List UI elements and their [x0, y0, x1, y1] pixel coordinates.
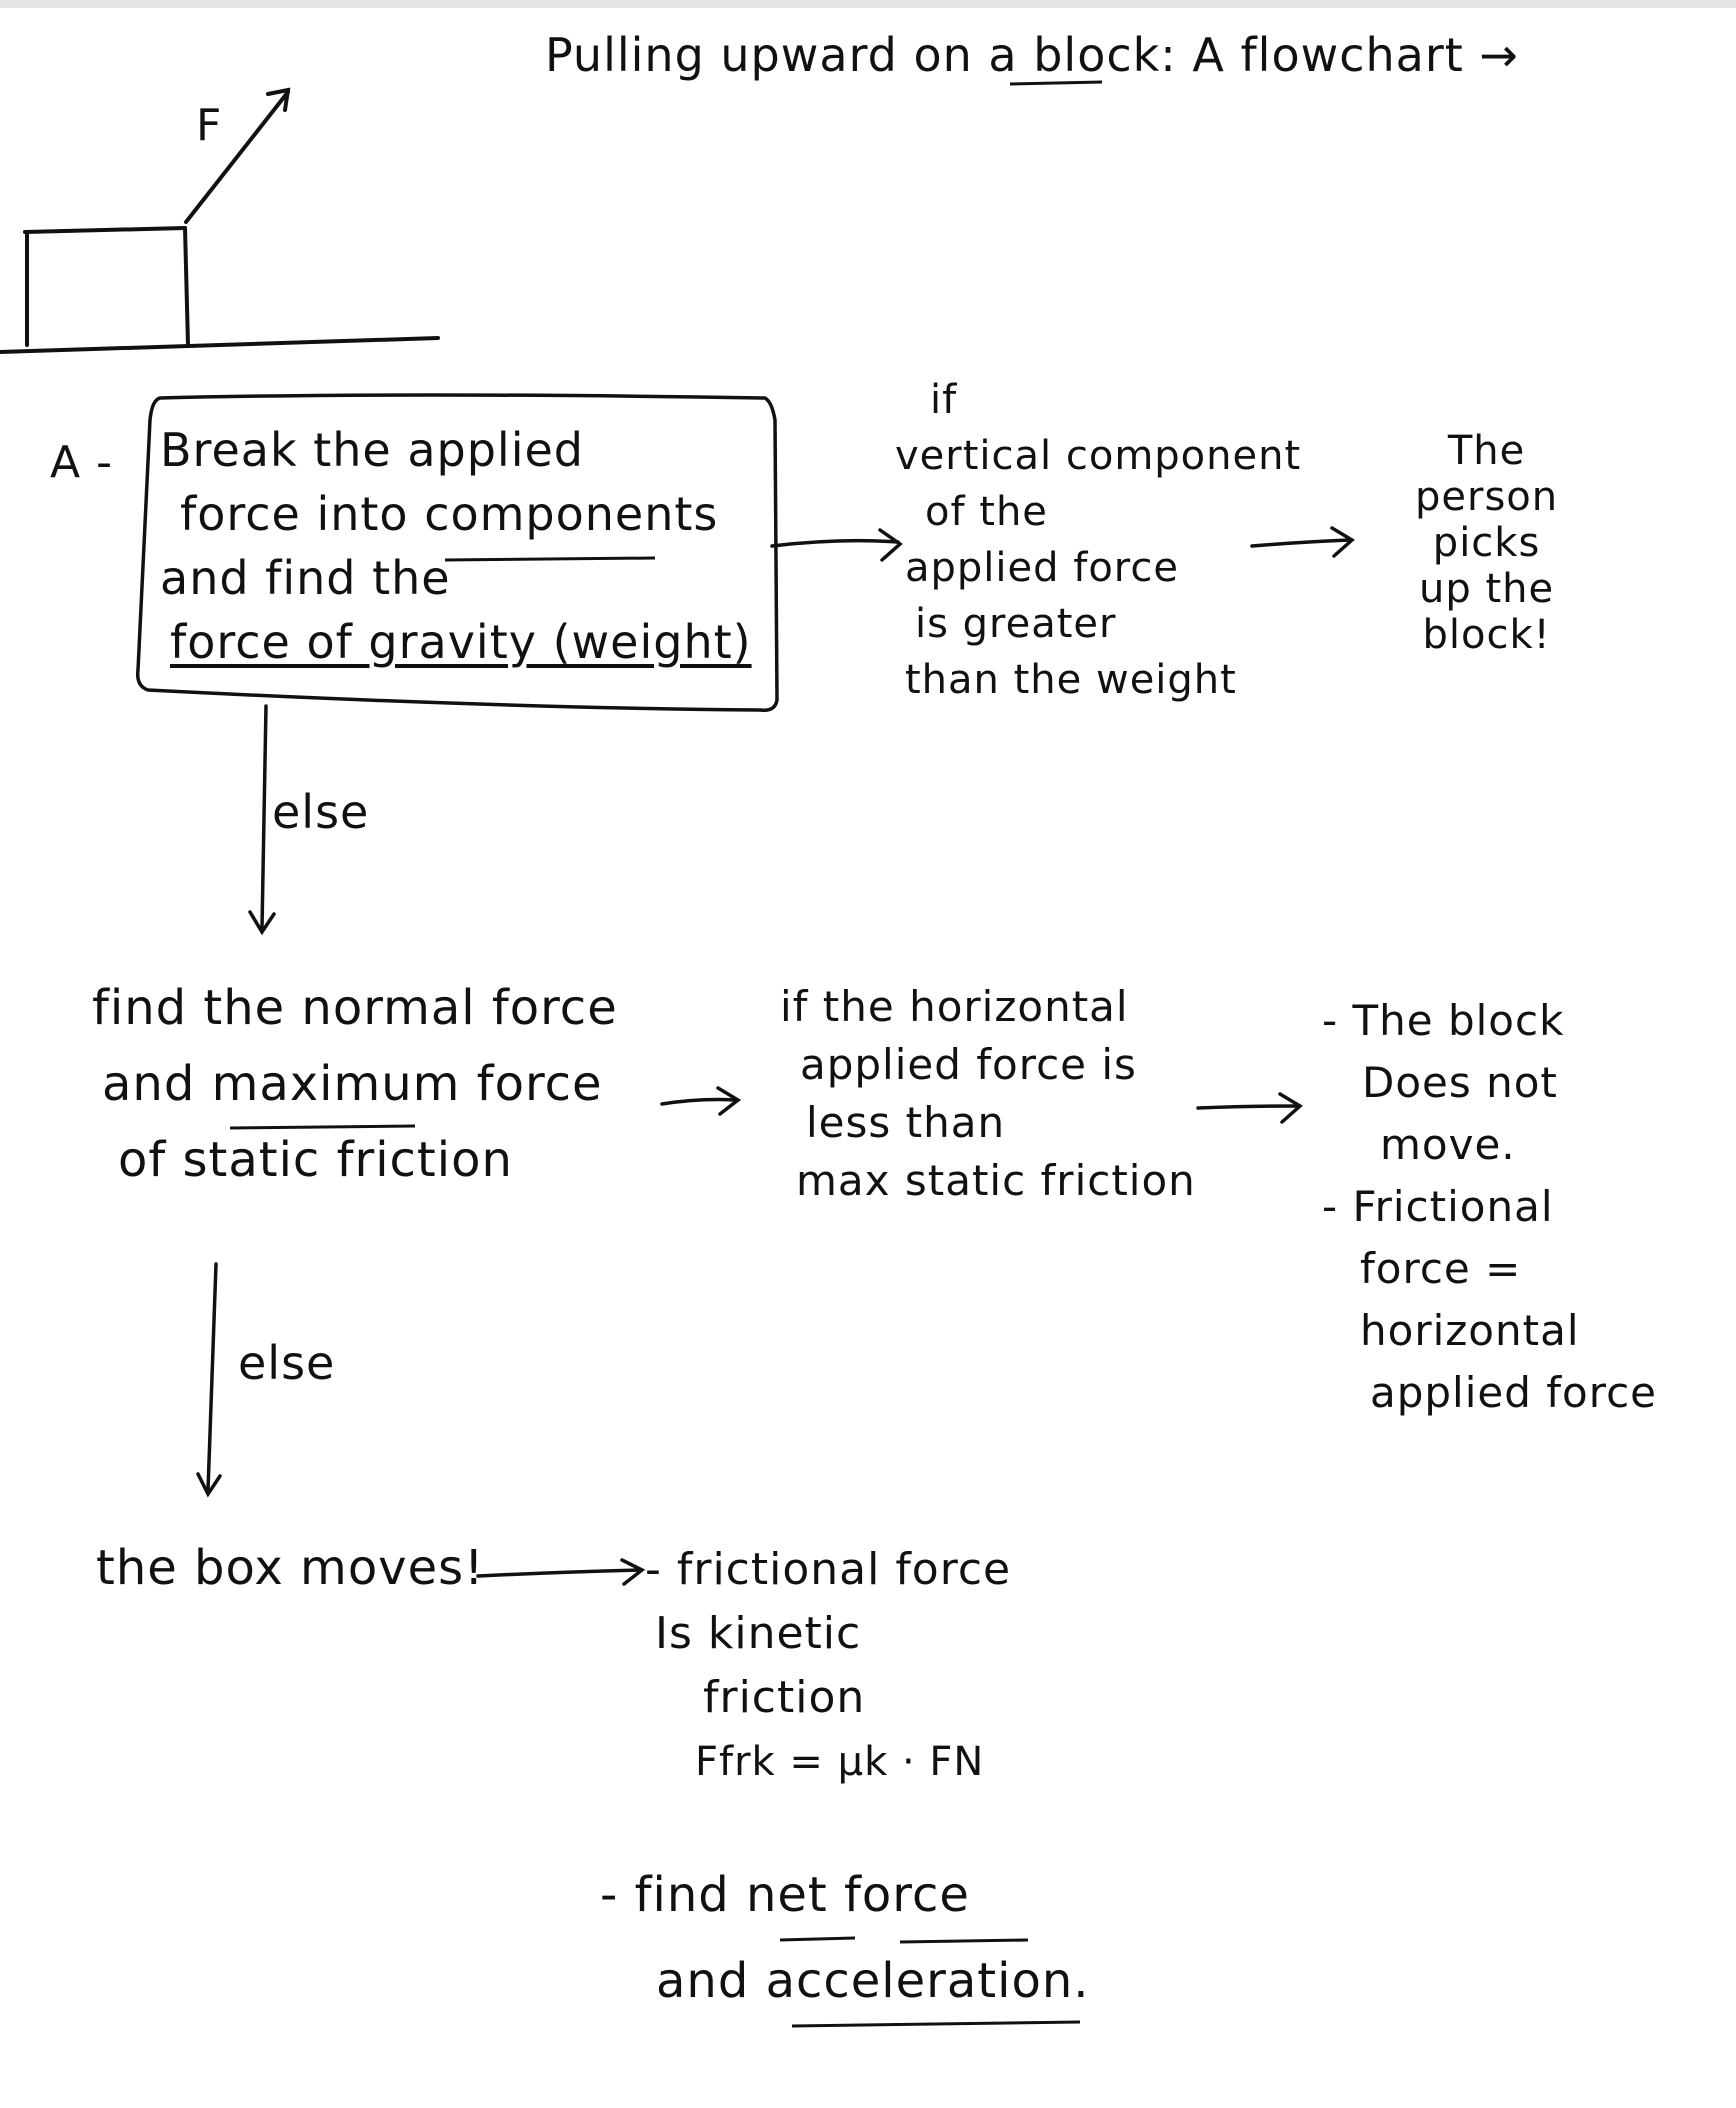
- outcome-1-line: person: [1415, 474, 1559, 520]
- step-a-line: Break the applied: [160, 423, 584, 477]
- step-b-line: and maximum force: [102, 1056, 603, 1112]
- else-label-1: else: [272, 785, 370, 839]
- condition-2-line: less than: [806, 1098, 1006, 1147]
- block-sketch: [0, 226, 440, 354]
- arrow-b-to-cond2: [660, 1086, 742, 1116]
- arrow-c-to-out3: [476, 1558, 646, 1586]
- outcome-1: The person picks up the block!: [1415, 428, 1558, 658]
- step-b-line: find the normal force: [92, 980, 618, 1036]
- outcome-2-line: force =: [1360, 1244, 1522, 1293]
- net-underline: [779, 1936, 856, 1942]
- outcome-2-line: applied force: [1370, 1368, 1658, 1417]
- else-arrow-2: [196, 1262, 222, 1498]
- step-b-line: of static friction: [118, 1132, 513, 1188]
- condition-1-line: is greater: [915, 601, 1117, 647]
- outcome-3-line: Ffrk = μk · FN: [695, 1739, 985, 1785]
- step-a-box: [135, 393, 779, 713]
- force-underline: [899, 1938, 1029, 1944]
- condition-2: if the horizontal applied force is less …: [780, 978, 1196, 1210]
- step-c-text: the box moves!: [96, 1540, 485, 1596]
- outcome-3: - frictional force Is kinetic friction F…: [645, 1538, 1011, 1794]
- maximum-underline: [229, 1124, 416, 1130]
- title-underline: [1009, 80, 1103, 86]
- step-a-text: Break the applied force into components …: [160, 418, 752, 674]
- ground-line: [0, 336, 440, 354]
- final-step-line: and acceleration.: [656, 1953, 1090, 2009]
- outcome-1-line: picks: [1432, 520, 1541, 566]
- condition-1-line: of the: [925, 489, 1048, 535]
- outcome-1-line: block!: [1422, 612, 1551, 658]
- step-a-line: force of gravity (weight): [170, 615, 752, 669]
- step-a-line: and find the: [160, 551, 451, 605]
- force-label: F: [196, 100, 223, 151]
- diagram-title: Pulling upward on a block: A flowchart →: [545, 28, 1519, 82]
- arrow-cond1-to-out1: [1250, 526, 1355, 558]
- condition-2-line: max static friction: [796, 1156, 1196, 1205]
- arrow-cond2-to-out2: [1196, 1092, 1303, 1124]
- condition-1-line: applied force: [905, 545, 1179, 591]
- outcome-2-line: - The block: [1322, 996, 1565, 1045]
- outcome-2-line: - Frictional: [1322, 1182, 1554, 1231]
- final-step-line: - find net force: [600, 1867, 970, 1923]
- components-underline: [444, 556, 656, 562]
- condition-1-line: than the weight: [905, 657, 1237, 703]
- else-arrow-1: [248, 704, 276, 936]
- else-label-2: else: [238, 1336, 336, 1390]
- outcome-2: - The block Does not move. - Frictional …: [1322, 990, 1657, 1424]
- step-a-marker: A -: [50, 437, 113, 488]
- step-a-line: force into components: [180, 487, 719, 541]
- condition-1: if vertical component of the applied for…: [895, 372, 1301, 708]
- top-border: [0, 0, 1736, 8]
- block-top-edge: [23, 226, 187, 234]
- step-b-text: find the normal force and maximum force …: [92, 970, 618, 1198]
- outcome-1-line: The: [1447, 428, 1526, 474]
- outcome-2-line: Does not: [1362, 1058, 1558, 1107]
- condition-1-line: vertical component: [895, 433, 1302, 479]
- block-right-edge: [183, 226, 190, 347]
- outcome-3-line: Is kinetic: [655, 1608, 862, 1659]
- outcome-1-line: up the: [1419, 566, 1555, 612]
- force-arrow: [184, 87, 291, 224]
- outcome-2-line: horizontal: [1360, 1306, 1580, 1355]
- outcome-3-line: friction: [703, 1672, 866, 1723]
- outcome-2-line: move.: [1380, 1120, 1516, 1169]
- condition-1-line: if: [930, 377, 958, 423]
- outcome-3-line: - frictional force: [645, 1544, 1012, 1595]
- condition-2-line: if the horizontal: [780, 982, 1129, 1031]
- arrow-a-to-cond1: [770, 528, 903, 562]
- acceleration-underline: [791, 2020, 1081, 2028]
- condition-2-line: applied force is: [800, 1040, 1137, 1089]
- final-step: - find net force and acceleration.: [600, 1852, 1090, 2024]
